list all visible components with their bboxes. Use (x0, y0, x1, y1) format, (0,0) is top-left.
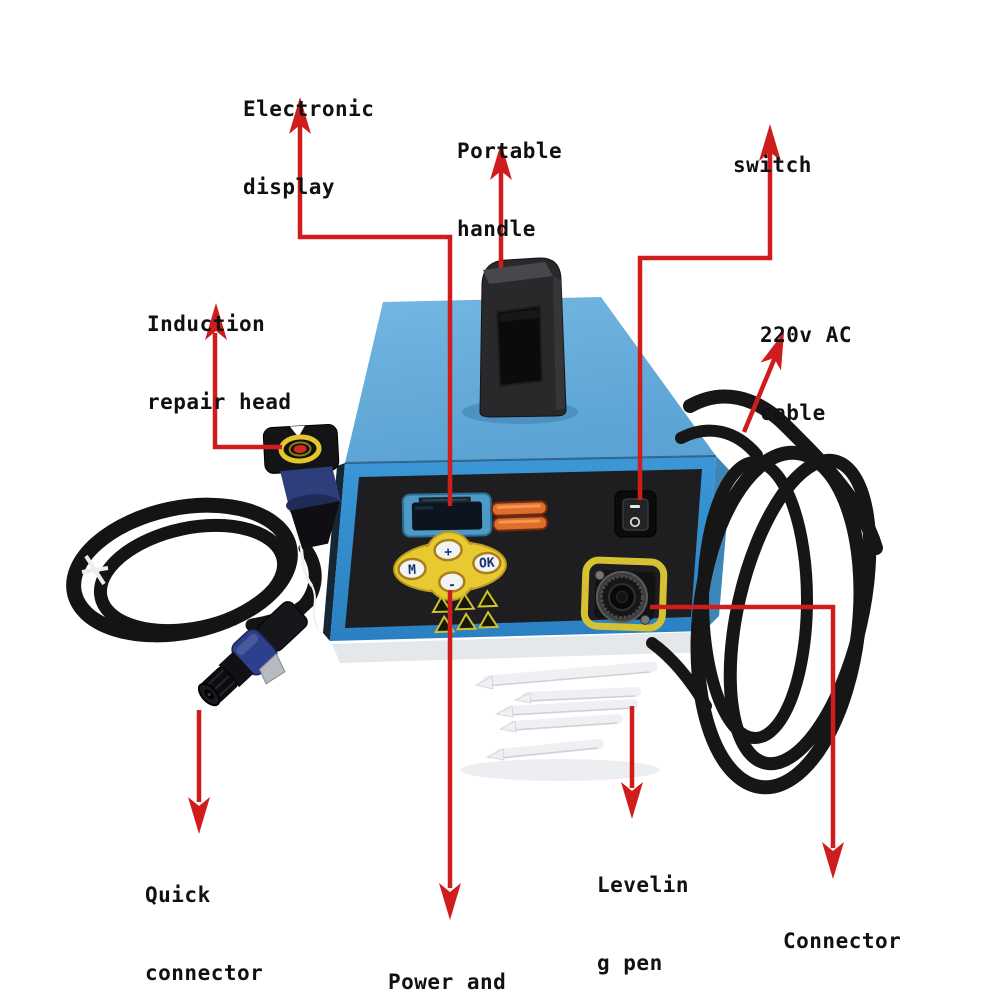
ac-cable (646, 389, 883, 795)
leveling-pens (474, 661, 658, 761)
svg-text:M: M (408, 563, 417, 578)
left-side-face (323, 463, 345, 641)
induction-repair-head (262, 424, 341, 550)
label-quick-connector: Quick connector (145, 883, 264, 985)
label-electronic-display: Electronic display (243, 97, 375, 199)
display-screen (411, 501, 483, 531)
leveling-pen (485, 739, 604, 761)
label-induction-repair-head: Induction repair head (147, 312, 292, 414)
control-pad: + M OK - (393, 531, 507, 601)
handle-opening (495, 304, 544, 388)
arrow-leveling-pen (621, 706, 643, 819)
shadows (332, 632, 712, 781)
arrow-ac-cable (741, 332, 784, 433)
connector-latch (258, 652, 286, 685)
svg-text:-: - (448, 578, 457, 593)
label-switch: switch (733, 153, 812, 177)
leveling-pen (494, 699, 638, 718)
indicator-bars (490, 500, 549, 532)
power-switch (614, 490, 657, 538)
rocker (622, 498, 649, 531)
label-ac-cable: 220v AC cable (760, 323, 853, 425)
button-plus: + (433, 538, 463, 562)
connector-socket (580, 556, 668, 632)
arrow-connector-socket (650, 604, 844, 879)
button-ok: OK (472, 551, 502, 575)
button-minus: - (438, 571, 466, 593)
induction-cable (66, 497, 322, 643)
leveling-pen (474, 661, 658, 690)
arrow-quick-connector (188, 710, 210, 834)
svg-text:OK: OK (479, 556, 496, 572)
machine-body: + M OK - (323, 257, 731, 641)
electronic-display (401, 492, 493, 538)
quick-connector (197, 601, 308, 707)
label-leveling-pen: Levelin g pen (597, 873, 690, 975)
cable-tie (81, 554, 109, 586)
arrow-electronic-display (289, 97, 453, 506)
svg-text:+: + (444, 545, 453, 560)
label-power-time-button: Power and time button (388, 970, 507, 994)
arrow-power-time-button (439, 590, 461, 920)
button-mode: M (397, 557, 427, 581)
arrow-portable-handle (490, 143, 512, 268)
leveling-pen (513, 687, 641, 704)
arrow-induction-head (205, 303, 282, 450)
annotation-arrows (188, 97, 844, 920)
leveling-pen (498, 714, 623, 733)
arrow-switch (637, 124, 781, 500)
label-portable-handle: Portable handle (457, 139, 563, 241)
portable-handle (462, 257, 578, 424)
label-connector-socket: Connector socket (783, 929, 902, 953)
